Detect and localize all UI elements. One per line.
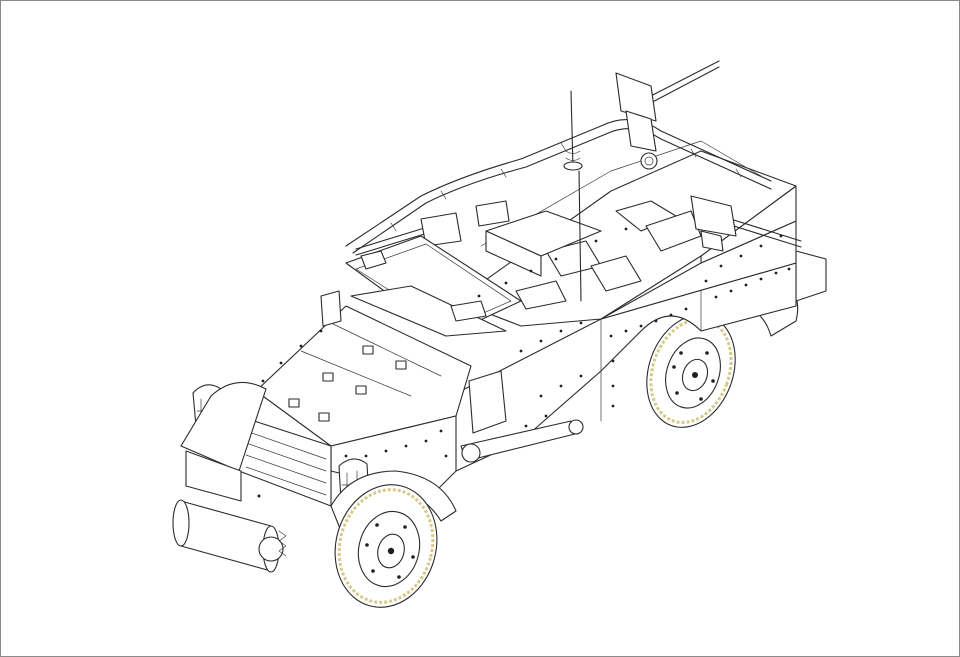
rear-wheel [646, 314, 736, 428]
axle-link [460, 419, 584, 463]
front-machine-gun [355, 200, 510, 256]
bumper-spring [258, 530, 287, 562]
side-machine-gun [690, 195, 802, 252]
rivets [261, 227, 791, 458]
front-roller [172, 494, 280, 573]
front-wheel [334, 484, 438, 608]
crew-compartment [455, 150, 797, 327]
antenna [563, 90, 583, 302]
rear-stowage-box [795, 250, 827, 302]
jerry-can [468, 370, 507, 434]
front-fender-left [180, 381, 267, 472]
seat-front [515, 280, 567, 310]
rear-machine-gun [615, 60, 720, 170]
